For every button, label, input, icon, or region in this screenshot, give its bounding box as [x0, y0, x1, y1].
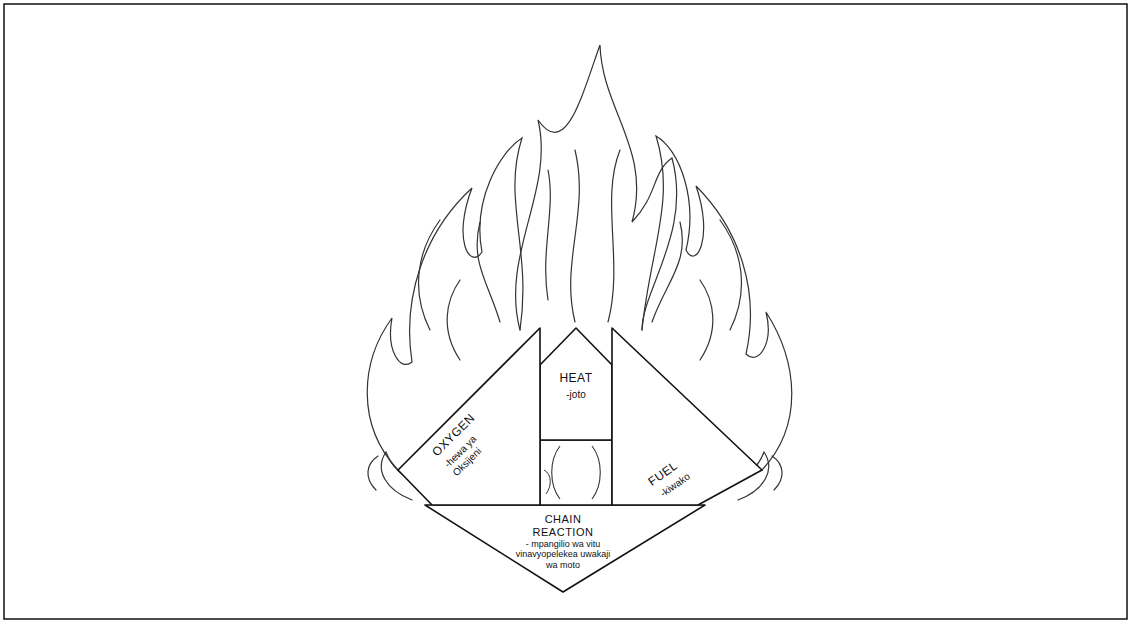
- flame-line: [652, 222, 682, 322]
- triangle-shape: [425, 505, 705, 592]
- fire-element-triangle: FUEL-kiwako: [612, 328, 762, 505]
- element-description: - mpangilio wa vitu vinavyopelekea uwaka…: [515, 539, 611, 570]
- band-curve: [544, 470, 550, 494]
- flame-tongue: [516, 45, 677, 330]
- triangle-shape: [612, 328, 762, 505]
- band-curve: [592, 446, 600, 499]
- flame-line: [546, 170, 551, 300]
- flame-line: [477, 222, 500, 322]
- flame-line: [419, 220, 440, 330]
- flame-line: [608, 150, 620, 322]
- flame-line: [447, 280, 460, 360]
- element-heading: CHAIN REACTION: [528, 513, 598, 538]
- small-flame: [368, 456, 378, 490]
- small-flame: [772, 456, 782, 490]
- flame-line: [720, 220, 741, 330]
- fire-element-triangle: OXYGEN-hewa ya Oksijeni: [398, 328, 540, 505]
- fire-element-triangle: CHAIN REACTION- mpangilio wa vitu vinavy…: [425, 505, 705, 592]
- flame-outlines: [367, 45, 792, 500]
- fire-element-triangle: HEAT -joto: [540, 328, 612, 440]
- flame-line: [700, 280, 713, 360]
- triangle-shape: [398, 328, 540, 505]
- triangle-shape: [540, 328, 612, 440]
- element-heading: HEAT: [546, 372, 606, 386]
- band-rect: [540, 440, 612, 505]
- element-description: -joto: [546, 389, 606, 401]
- flame-line: [571, 150, 580, 322]
- frame-border: [4, 4, 1127, 619]
- band-curve: [552, 446, 560, 499]
